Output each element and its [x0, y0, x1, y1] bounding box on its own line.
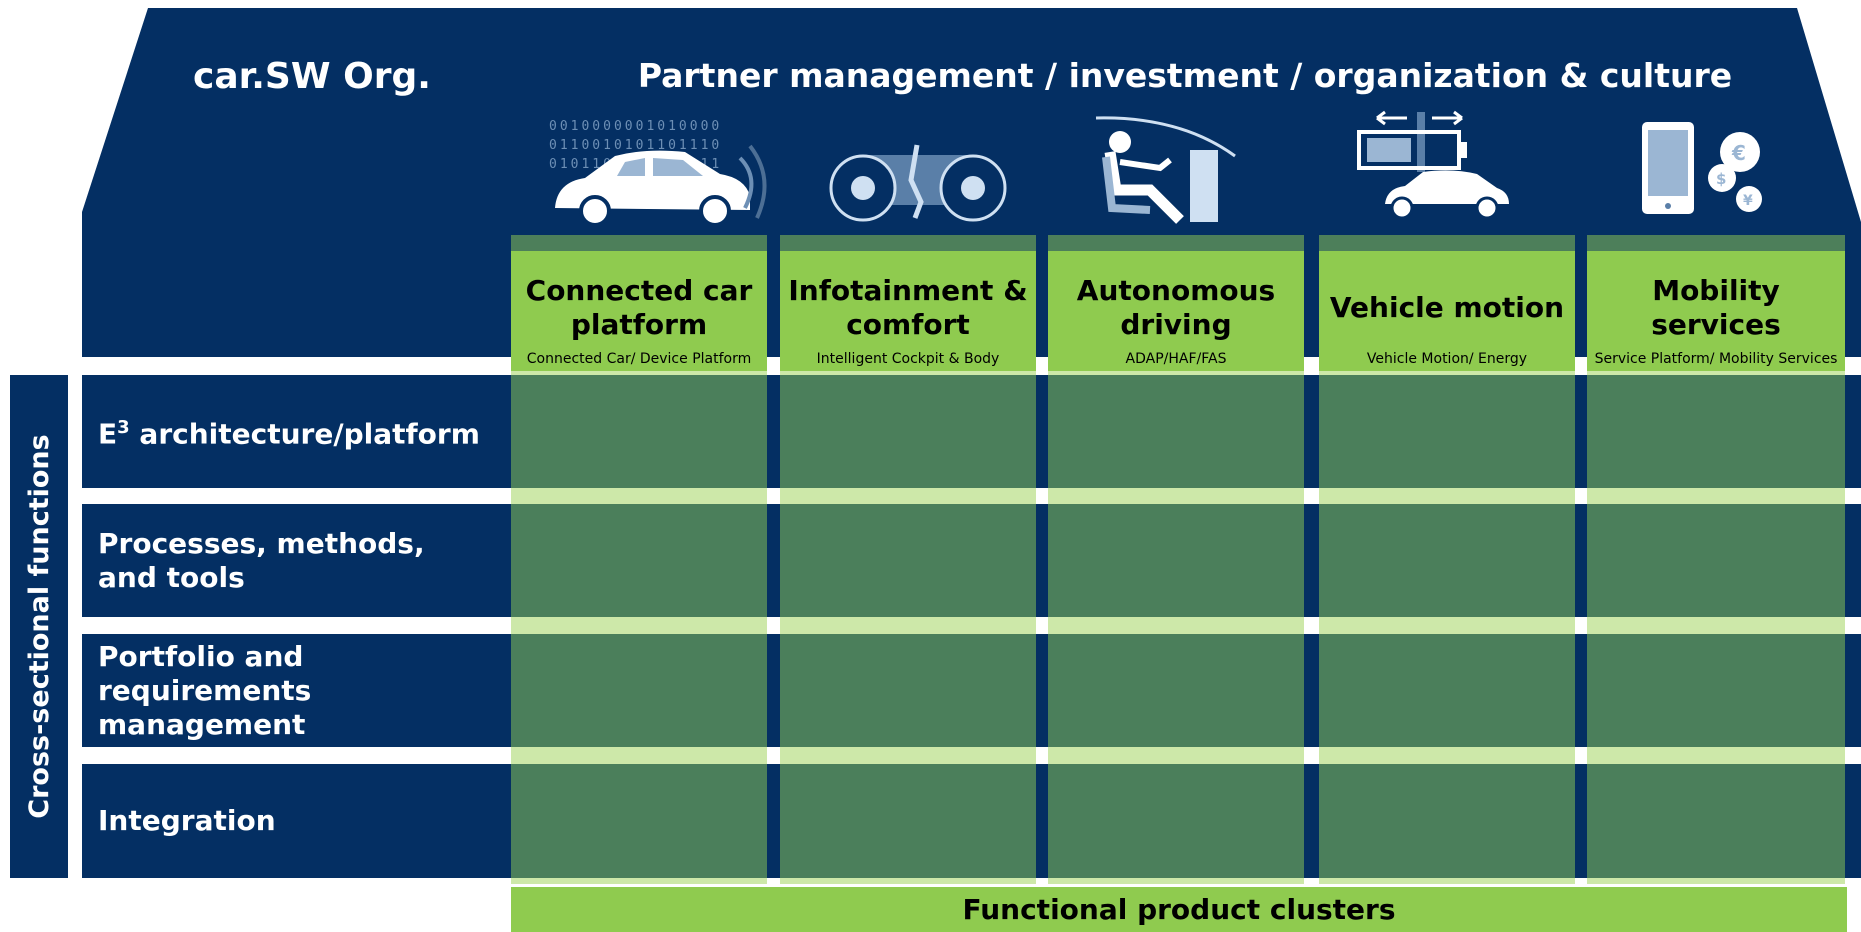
column-top-band: [780, 235, 1036, 251]
cell-separator-strip: [1319, 488, 1575, 504]
column-top-band: [511, 235, 767, 251]
cell-separator-strip: [511, 617, 767, 634]
svg-text:€: €: [1731, 141, 1746, 165]
grid-cell: [1048, 634, 1304, 747]
phone-money-icon: € $ ¥: [1640, 120, 1770, 220]
cell-separator-strip: [780, 371, 1036, 375]
column-title: Connected car platform: [525, 274, 753, 341]
grid-cell: [1587, 764, 1845, 878]
footer-bar: Functional product clusters: [511, 887, 1847, 932]
column-header-mobility-services: Mobility services Service Platform/ Mobi…: [1587, 251, 1845, 371]
grid-cell: [780, 764, 1036, 878]
row-label-text: E: [98, 417, 118, 451]
column-title: Vehicle motion: [1329, 291, 1565, 324]
svg-text:¥: ¥: [1743, 193, 1753, 209]
column-title: Autonomous driving: [1076, 274, 1276, 341]
grid-cell: [780, 504, 1036, 617]
column-subtitle: Service Platform/ Mobility Services: [1594, 351, 1838, 367]
cell-separator-strip: [1587, 747, 1845, 764]
cell-separator-strip: [1048, 747, 1304, 764]
grid-cell: [1048, 375, 1304, 488]
grid-cell: [1319, 764, 1575, 878]
battery-car-icon: [1357, 108, 1517, 223]
cell-separator-strip: [1048, 617, 1304, 634]
cell-separator-strip: [1319, 747, 1575, 764]
column-title: Infotainment & comfort: [788, 274, 1028, 341]
grid-cell: [511, 764, 767, 878]
column-subtitle: Connected Car/ Device Platform: [526, 351, 752, 367]
column-top-band: [1319, 235, 1575, 251]
grid-cell: [1319, 634, 1575, 747]
cell-separator-strip: [1319, 878, 1575, 884]
column-top-band: [1048, 235, 1304, 251]
cell-separator-strip: [780, 617, 1036, 634]
grid-cell: [1048, 764, 1304, 878]
cell-separator-strip: [1587, 617, 1845, 634]
grid-cell: [1587, 375, 1845, 488]
cell-separator-strip: [1319, 371, 1575, 375]
cell-separator-strip: [1048, 488, 1304, 504]
grid-cell: [511, 504, 767, 617]
cell-separator-strip: [780, 747, 1036, 764]
cell-separator-strip: [1587, 488, 1845, 504]
cross-sectional-label: Cross-sectional functions: [23, 434, 55, 819]
column-header-autonomous-driving: Autonomous driving ADAP/HAF/FAS: [1048, 251, 1304, 371]
cell-separator-strip: [1587, 878, 1845, 884]
footer-label: Functional product clusters: [962, 893, 1396, 926]
row-label-line-2: management: [98, 707, 306, 741]
column-header-vehicle-motion: Vehicle motion Vehicle Motion/ Energy: [1319, 251, 1575, 371]
grid-cell: [1587, 504, 1845, 617]
row-label-line-1: Processes, methods,: [98, 526, 425, 560]
cell-separator-strip: [511, 371, 767, 375]
cell-separator-strip: [511, 488, 767, 504]
row-label-e3-architecture: E3 architecture/platform: [82, 375, 512, 488]
cross-sectional-label-box: Cross-sectional functions: [10, 375, 68, 878]
row-label-line-1: Portfolio and requirements: [98, 639, 312, 707]
grid-cell: [780, 375, 1036, 488]
column-top-band: [1587, 235, 1845, 251]
cell-separator-strip: [780, 878, 1036, 884]
row-label-integration: Integration: [82, 764, 512, 878]
row-label-text: Integration: [98, 804, 276, 837]
svg-text:$: $: [1716, 170, 1726, 188]
column-title: Mobility services: [1651, 274, 1781, 341]
grid-cell: [1587, 634, 1845, 747]
grid-cell: [780, 634, 1036, 747]
cell-separator-strip: [1048, 371, 1304, 375]
relaxed-driver-icon: [1090, 112, 1240, 224]
cockpit-dashboard-icon: [825, 140, 1010, 222]
column-header-infotainment: Infotainment & comfort Intelligent Cockp…: [780, 251, 1036, 371]
binary-code-line-2: 0110010101101110: [549, 138, 723, 153]
column-subtitle: Intelligent Cockpit & Body: [816, 351, 1000, 367]
cell-separator-strip: [1587, 371, 1845, 375]
row-label-superscript: 3: [117, 417, 130, 439]
row-label-line-2: and tools: [98, 560, 245, 594]
grid-cell: [511, 375, 767, 488]
row-label-processes: Processes, methods,and tools: [82, 504, 512, 617]
column-subtitle: Vehicle Motion/ Energy: [1366, 351, 1528, 367]
cell-separator-strip: [780, 488, 1036, 504]
cell-separator-strip: [1048, 878, 1304, 884]
connected-car-icon: 0010000001010000 0110010101101110 010110…: [545, 118, 770, 223]
grid-cell: [1319, 375, 1575, 488]
column-header-connected-car: Connected car platform Connected Car/ De…: [511, 251, 767, 371]
cell-separator-strip: [511, 747, 767, 764]
column-subtitle: ADAP/HAF/FAS: [1125, 351, 1227, 367]
grid-cell: [1319, 504, 1575, 617]
grid-cell: [511, 634, 767, 747]
banner-title: Partner management / investment / organi…: [637, 56, 1733, 95]
cell-separator-strip: [511, 878, 767, 884]
organization-title: car.SW Org.: [193, 56, 431, 97]
row-label-text-rest: architecture/platform: [129, 417, 480, 451]
binary-code-line-1: 0010000001010000: [549, 119, 723, 134]
grid-cell: [1048, 504, 1304, 617]
cell-separator-strip: [1319, 617, 1575, 634]
